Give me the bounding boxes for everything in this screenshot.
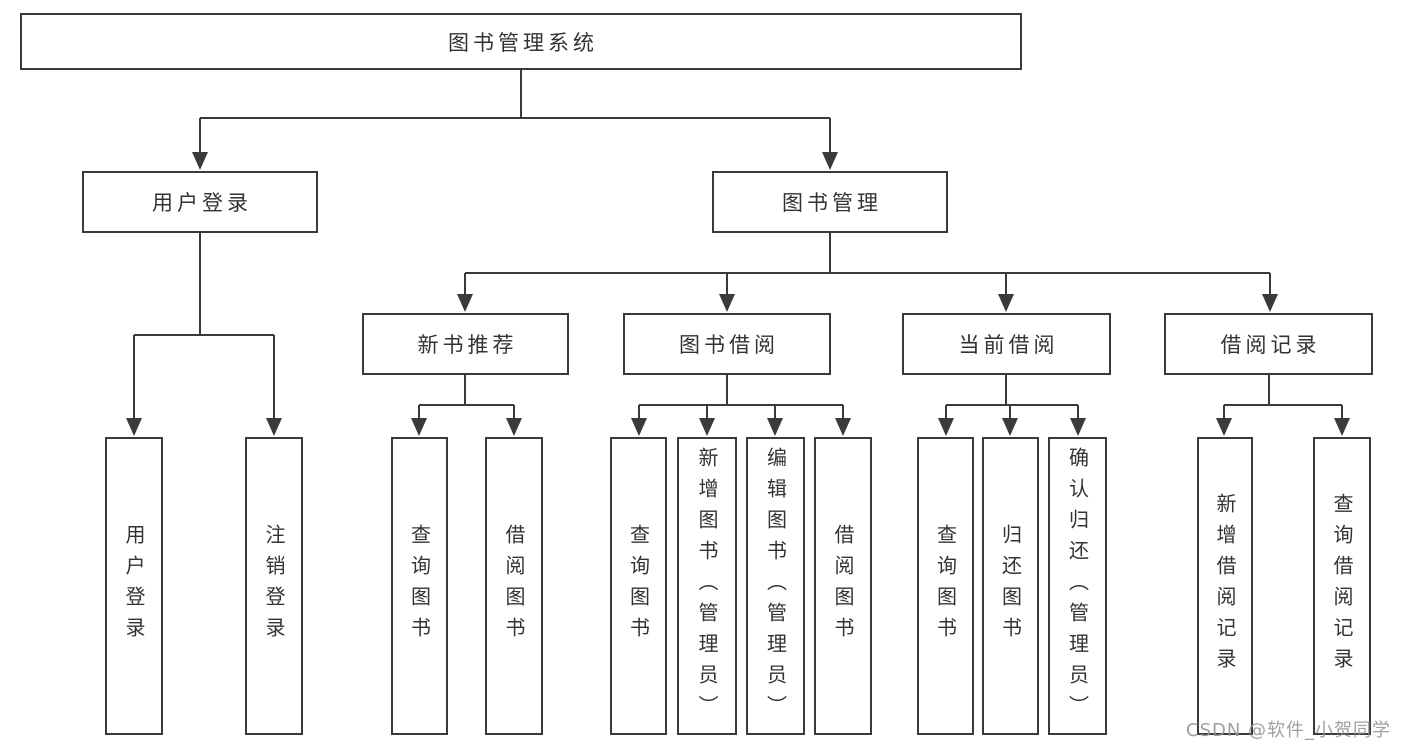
node-system-root: 图书管理系统 — [20, 13, 1022, 70]
node-label: 查询借阅记录 — [1330, 493, 1354, 679]
node-leaf-add-books-admin: 新增图书（管理员） — [677, 437, 737, 735]
node-label: 图书管理 — [782, 191, 882, 215]
csdn-watermark: CSDN @软件_小贺同学 — [1186, 720, 1392, 741]
node-new-book-recommend: 新书推荐 — [362, 313, 569, 375]
node-label: 新增图书（管理员） — [695, 446, 719, 726]
node-label: 图书管理系统 — [448, 30, 598, 55]
node-label: 查询图书 — [626, 524, 651, 648]
node-leaf-add-borrow-record: 新增借阅记录 — [1197, 437, 1253, 735]
node-label: 注销登录 — [262, 524, 286, 648]
node-label: 编辑图书（管理员） — [763, 446, 788, 726]
node-label: 新书推荐 — [417, 333, 518, 357]
node-leaf-query-books-recommend: 查询图书 — [391, 437, 448, 735]
node-leaf-query-books: 查询图书 — [610, 437, 667, 735]
node-label: 当前借阅 — [958, 333, 1059, 357]
node-label: 借阅记录 — [1220, 333, 1321, 357]
node-leaf-edit-books-admin: 编辑图书（管理员） — [746, 437, 805, 735]
node-leaf-user-login: 用户登录 — [105, 437, 163, 735]
node-leaf-borrow-books-recommend: 借阅图书 — [485, 437, 543, 735]
node-label: 新增借阅记录 — [1213, 493, 1237, 679]
node-label: 用户登录 — [152, 191, 252, 215]
node-label: 归还图书 — [998, 524, 1023, 648]
node-leaf-query-borrow-record: 查询借阅记录 — [1313, 437, 1371, 735]
connector-paths — [133, 70, 1343, 422]
node-leaf-borrow-books: 借阅图书 — [814, 437, 872, 735]
node-label: 确认归还（管理员） — [1065, 446, 1090, 726]
node-label: 查询图书 — [407, 524, 432, 648]
node-borrowing-records: 借阅记录 — [1164, 313, 1373, 375]
node-book-borrowing: 图书借阅 — [623, 313, 831, 375]
node-leaf-confirm-return-admin: 确认归还（管理员） — [1048, 437, 1107, 735]
node-label: 查询图书 — [933, 524, 958, 648]
node-label: 图书借阅 — [679, 333, 779, 357]
node-leaf-logout: 注销登录 — [245, 437, 303, 735]
node-leaf-return-books: 归还图书 — [982, 437, 1039, 735]
node-leaf-query-books-current: 查询图书 — [917, 437, 974, 735]
node-current-borrowing: 当前借阅 — [902, 313, 1111, 375]
node-user-login-module: 用户登录 — [82, 171, 318, 233]
node-label: 借阅图书 — [831, 524, 855, 648]
node-label: 借阅图书 — [502, 524, 526, 648]
node-label: 用户登录 — [122, 524, 146, 648]
node-book-management-module: 图书管理 — [712, 171, 948, 233]
